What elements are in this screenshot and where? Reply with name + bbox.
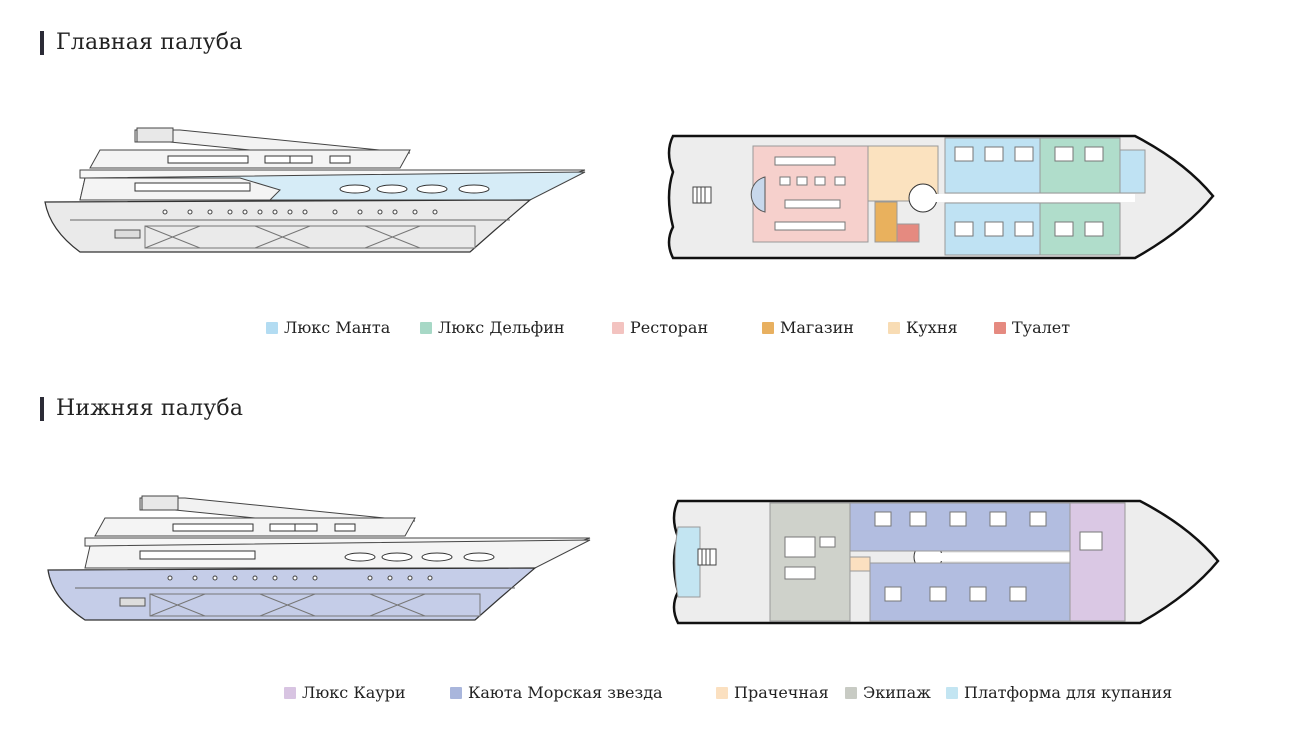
legend-item-kitchen: Кухня (888, 318, 958, 337)
title-bar-marker (40, 396, 44, 421)
square-swatch-icon (266, 321, 278, 334)
square-swatch-icon (762, 321, 774, 334)
legend-item-dolphin: Люкс Дельфин (420, 318, 565, 337)
square-swatch-icon (845, 686, 857, 699)
plan-restaurant-tables (774, 156, 846, 231)
plan-spiral-stair-icon (908, 183, 938, 213)
legend-label: Люкс Дельфин (438, 318, 565, 337)
square-swatch-icon (716, 686, 728, 699)
legend-item-swim-platform: Платформа для купания (946, 683, 1172, 702)
legend-label: Туалет (1012, 318, 1071, 337)
plan-crew-fixtures (784, 536, 836, 580)
plan-toilet-zone (896, 223, 920, 243)
plan-manta-suite-fore (1119, 149, 1146, 194)
side-mast (136, 127, 174, 143)
legend-item-toilet: Туалет (994, 318, 1070, 337)
main-deck-top-plan (667, 134, 1215, 260)
legend-item-crew: Экипаж (845, 683, 931, 702)
side-hull-portholes (167, 575, 433, 581)
legend-label: Кухня (906, 318, 958, 337)
side-hull-panels (149, 593, 481, 617)
side-main-deck-windows (134, 182, 490, 194)
plan-manta-suites-upper (944, 137, 1041, 194)
square-swatch-icon (888, 321, 900, 334)
plan-aft-stairs-icon (697, 548, 717, 566)
square-swatch-icon (994, 321, 1006, 334)
section-title-main-deck: Главная палуба (40, 30, 243, 55)
legend-label: Люкс Манта (284, 318, 391, 337)
legend-label: Каюта Морская звезда (468, 683, 663, 702)
side-upper-windows (167, 155, 351, 164)
plan-suite-beds (954, 146, 1104, 237)
legend-label: Экипаж (863, 683, 931, 702)
side-hull-portholes (162, 209, 438, 215)
plan-cowrie-suite-zone (1069, 502, 1126, 622)
square-swatch-icon (946, 686, 958, 699)
square-swatch-icon (450, 686, 462, 699)
plan-cowrie-suite-bed (1079, 531, 1103, 551)
legend-label: Люкс Каури (302, 683, 406, 702)
legend-item-shop: Магазин (762, 318, 854, 337)
lower-deck-legend: Люкс Каури Каюта Морская звезда Прачечна… (0, 683, 1294, 705)
side-upper-windows (172, 523, 356, 532)
plan-aft-stairs-icon (692, 186, 712, 204)
plan-shop-zone (874, 201, 898, 243)
lower-deck-title: Нижняя палуба (56, 396, 244, 421)
side-main-deck-windows (139, 550, 495, 562)
legend-item-restaurant: Ресторан (612, 318, 708, 337)
side-upper-deck (94, 517, 416, 537)
legend-item-starfish: Каюта Морская звезда (450, 683, 663, 702)
legend-label: Магазин (780, 318, 854, 337)
square-swatch-icon (284, 686, 296, 699)
legend-item-manta: Люкс Манта (266, 318, 390, 337)
legend-label: Платформа для купания (964, 683, 1173, 702)
plan-dolphin-suites-upper (1039, 137, 1121, 194)
legend-item-cowrie: Люкс Каури (284, 683, 406, 702)
square-swatch-icon (420, 321, 432, 334)
plan-laundry-zone (849, 556, 871, 572)
plan-dolphin-suites-lower (1039, 202, 1121, 256)
title-bar-marker (40, 30, 44, 55)
legend-label: Ресторан (630, 318, 709, 337)
side-upper-deck (89, 149, 411, 169)
side-mast (141, 495, 179, 511)
legend-label: Прачечная (734, 683, 829, 702)
side-tender (119, 597, 146, 607)
main-deck-title: Главная палуба (56, 30, 243, 55)
side-tender (114, 229, 141, 239)
legend-item-laundry: Прачечная (716, 683, 829, 702)
lower-deck-side-profile (47, 495, 591, 621)
square-swatch-icon (612, 321, 624, 334)
main-deck-side-profile (44, 127, 586, 253)
side-hull-panels (144, 225, 476, 249)
section-title-lower-deck: Нижняя палуба (40, 396, 243, 421)
plan-restaurant-dome (750, 176, 766, 213)
main-deck-legend: Люкс Манта Люкс Дельфин Ресторан Магазин… (0, 318, 1294, 340)
plan-crew-zone (769, 502, 851, 622)
plan-cabin-beds (874, 511, 1047, 602)
lower-deck-top-plan (672, 499, 1220, 625)
plan-starfish-cabins-upper (849, 502, 1071, 552)
plan-swim-platform-zone (674, 526, 701, 598)
